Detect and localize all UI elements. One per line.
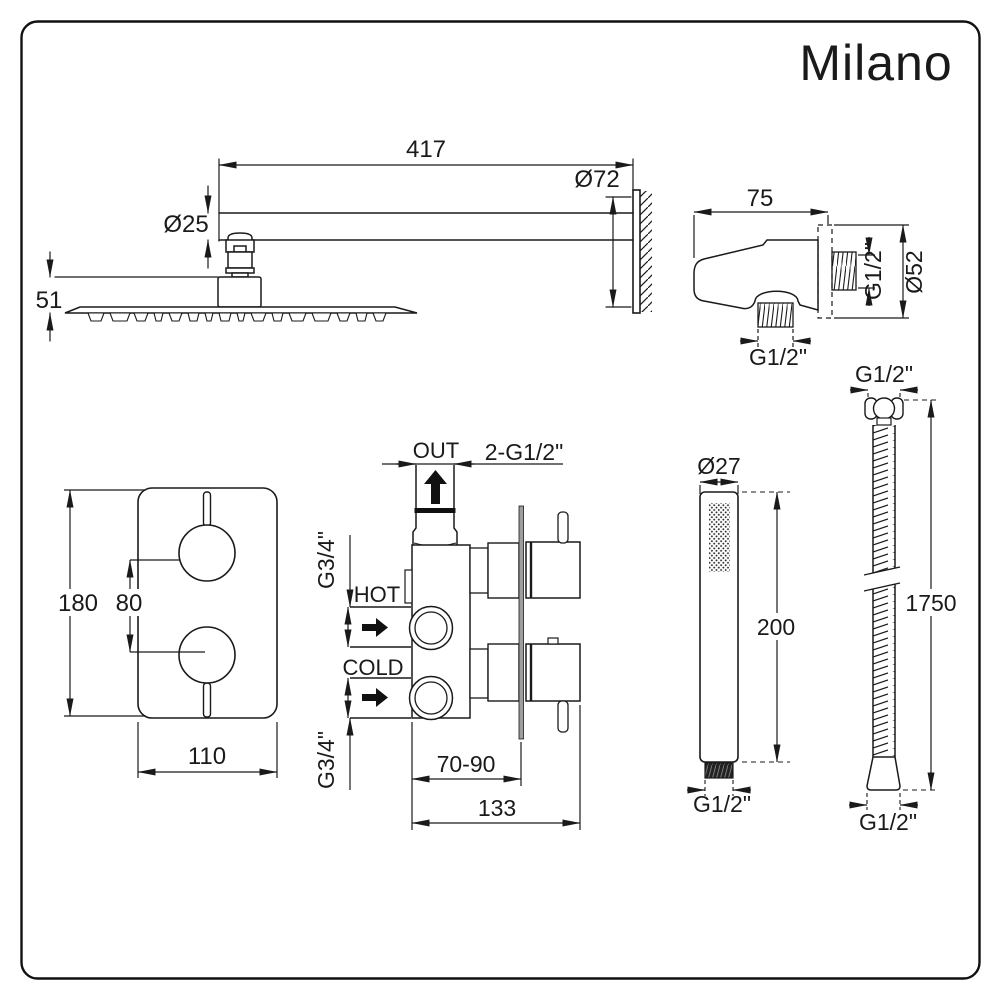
dim-plate-height: 180 xyxy=(58,590,98,617)
wall-hatch xyxy=(640,191,652,312)
shower-head-plate xyxy=(64,306,418,314)
dim-hose-bottom-thread: G1/2" xyxy=(859,809,917,835)
cold-flow-arrow xyxy=(362,688,388,707)
hose-cone-fitting xyxy=(866,756,901,791)
hot-label: HOT xyxy=(354,582,400,607)
hot-flow-arrow xyxy=(362,618,388,637)
bottom-valve-knob xyxy=(525,643,581,702)
dim-head-depth: 51 xyxy=(36,287,63,314)
handset-thread xyxy=(704,762,734,779)
elbow-wall-thread xyxy=(831,251,857,291)
dim-upper-inlet-thread: G3/4" xyxy=(313,531,339,589)
top-cartridge xyxy=(487,542,520,599)
dim-elbow-bottom-thread: G1/2" xyxy=(749,344,807,370)
bottom-knob-pin xyxy=(557,700,569,733)
dim-recess-depth: 70-90 xyxy=(437,751,496,777)
dim-plate-width: 110 xyxy=(188,743,226,770)
bottom-cartridge xyxy=(487,643,520,702)
bottom-handle-lever xyxy=(202,682,212,718)
brand-logo: Milano xyxy=(799,35,952,91)
dim-handle-centres: 80 xyxy=(116,590,143,617)
top-valve-knob xyxy=(525,541,581,599)
top-knob-pin xyxy=(557,511,569,544)
top-handle-lever xyxy=(202,491,212,527)
elbow-flange-hidden xyxy=(817,224,833,319)
dim-lower-inlet-thread: G3/4" xyxy=(313,731,339,789)
dim-hose-length: 1750 xyxy=(905,590,956,616)
dim-handset-length: 200 xyxy=(757,614,795,640)
elbow-outlet-thread xyxy=(757,302,794,328)
dim-handset-diameter: Ø27 xyxy=(697,453,740,479)
handset-bracket xyxy=(693,239,819,311)
bottom-handle-knob xyxy=(178,626,236,684)
dim-arm-length: 417 xyxy=(406,136,446,163)
shower-head-arm-diagram: 417 Ø72 Ø25 xyxy=(36,136,652,342)
valve-mount-tab xyxy=(404,569,413,604)
dim-body-width: 133 xyxy=(478,795,516,821)
valve-out-label: OUT xyxy=(413,438,459,463)
dim-flange-diameter: Ø72 xyxy=(574,166,619,193)
dim-elbow-projection: 75 xyxy=(747,185,774,212)
shower-nozzles xyxy=(87,312,387,322)
dim-elbow-outlet-thread: G1/2" xyxy=(860,242,886,300)
hose-diagram: G1/2" 1750 G1/2" xyxy=(849,361,957,835)
dim-handset-thread: G1/2" xyxy=(693,791,751,817)
page-border xyxy=(20,20,981,980)
bottom-knob-nub xyxy=(547,637,559,645)
dim-hose-top-thread: G1/2" xyxy=(855,361,913,387)
valve-connections-label: 2-G1/2" xyxy=(485,439,563,465)
finished-wall-line xyxy=(518,505,524,740)
top-handle-knob xyxy=(178,524,236,582)
outlet-elbow-diagram: 75 G1/2" Ø52 G1/2" xyxy=(693,185,927,370)
dim-elbow-flange-diameter: Ø52 xyxy=(901,250,927,293)
flow-up-arrow xyxy=(424,470,447,504)
hose-body xyxy=(873,425,895,757)
handset-spray-face xyxy=(709,503,730,572)
wall-flange xyxy=(632,189,641,314)
dim-arm-diameter: Ø25 xyxy=(163,211,208,238)
mixer-valve-diagram: OUT 2-G1/2" xyxy=(313,438,581,830)
cold-label: COLD xyxy=(342,655,403,680)
swivel-joint xyxy=(217,232,262,308)
hand-shower-diagram: Ø27 200 G1/2" xyxy=(687,453,798,817)
trim-plate-diagram: 180 80 110 xyxy=(55,487,278,778)
valve-seal-band xyxy=(414,508,456,513)
